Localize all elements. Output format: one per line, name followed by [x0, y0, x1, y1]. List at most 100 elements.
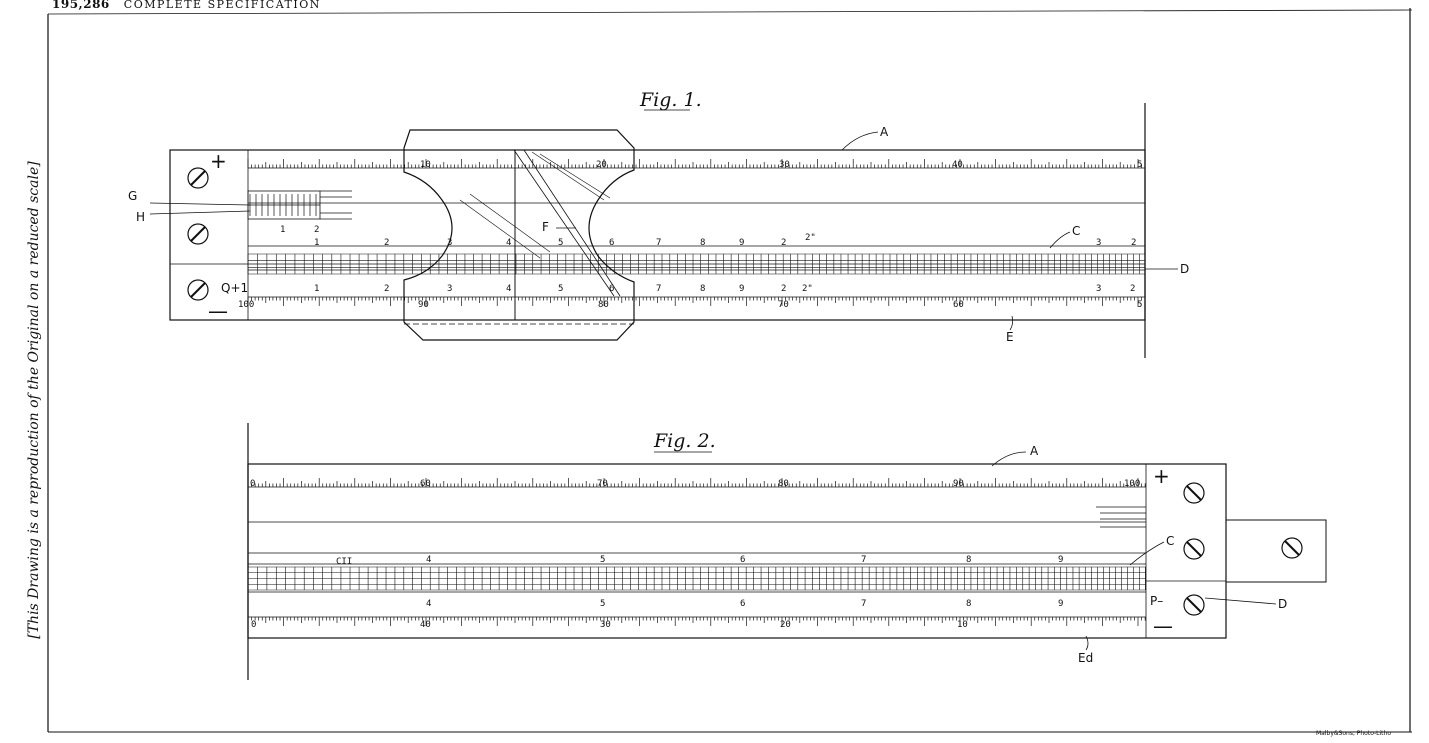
fig1-c-top-3b: 3 [1096, 238, 1101, 248]
fig2-c-top-9: 9 [1058, 555, 1063, 565]
fig2-c-top-7: 7 [861, 555, 866, 565]
fig1-c-bot-8: 8 [700, 284, 705, 294]
fig1-c-top-9: 9 [739, 238, 744, 248]
fig2-label-d: D [1278, 597, 1287, 611]
fig1-c-bot-4: 4 [506, 284, 511, 294]
fig2-c-bot-6: 6 [740, 599, 745, 609]
fig1-vernier-num-1: 1 [280, 225, 285, 235]
fig1-plus-sign: + [210, 149, 227, 173]
fig2-screw-1 [1183, 482, 1205, 504]
fig2-end-block [1225, 519, 1327, 583]
fig1-scale-c-top-numbers: 1 2 3 4 5 6 7 8 9 2 2" 3 2 [314, 233, 1136, 248]
fig1-c-top-2pp: 2" [805, 233, 816, 243]
fig2-e-num-40: 40 [420, 620, 431, 630]
fig1-scale-a-ticks [247, 159, 1142, 168]
fig1-label-g: G [128, 189, 137, 203]
patent-number: 195,286 [52, 0, 110, 11]
fig2-screw-end [1281, 537, 1303, 559]
fig2-plus-sign: + [1153, 464, 1170, 488]
fig2-e-num-10: 10 [957, 620, 968, 630]
fig1-c-bot-9: 9 [739, 284, 744, 294]
fig1-scale-c-bottom-numbers: 1 2 3 4 5 6 7 8 9 2 2" 3 2 [314, 284, 1135, 294]
fig1-label-q: Q+1 [221, 281, 248, 295]
fig1-c-top-2b: 2 [781, 238, 786, 248]
fig2-label-p: P– [1150, 594, 1163, 608]
fig1-screw-1 [187, 167, 209, 189]
fig1-rule-body [169, 149, 1146, 321]
fig2-c-top-5: 5 [600, 555, 605, 565]
fig2-a-num-0: 0 [250, 479, 255, 489]
fig2-minus-sign: — [1153, 614, 1173, 638]
fig1-e-num-80: 80 [598, 300, 609, 310]
fig2-screw-2 [1183, 538, 1205, 560]
fig2-c-bot-8: 8 [966, 599, 971, 609]
fig2-e-num-20: 20 [780, 620, 791, 630]
fig1-c-bot-2b: 2 [781, 284, 786, 294]
fig2-c-top-8: 8 [966, 555, 971, 565]
fig1-e-num-100: 100 [238, 300, 254, 310]
fig2-a-num-100: 100 [1124, 479, 1140, 489]
fig1-label-d: D [1180, 262, 1189, 276]
fig2-label-e: Ed [1078, 651, 1093, 665]
fig2-a-num-60: 60 [420, 479, 431, 489]
fig1-e-num-90: 90 [418, 300, 429, 310]
fig1-label-c: C [1072, 224, 1080, 238]
fig1-c-bot-3b: 3 [1096, 284, 1101, 294]
fig1-label-f: F [542, 220, 549, 234]
fig2-scale-c-bottom-numbers: 4 5 6 7 8 9 [426, 599, 1063, 609]
fig1-e-num-70: 70 [778, 300, 789, 310]
fig1-a-num-30: 30 [779, 160, 790, 170]
border-top [47, 9, 1413, 15]
fig2-c-bot-5: 5 [600, 599, 605, 609]
fig2-c-top-4: 4 [426, 555, 431, 565]
fig1-a-num-5: 5 [1137, 160, 1142, 170]
printer-credit: Malby&Sons, Photo-Litho [1315, 730, 1391, 737]
fig1-c-top-6: 6 [609, 238, 614, 248]
fig1-c-top-8: 8 [700, 238, 705, 248]
fig2-scale-c-grid [247, 566, 1146, 591]
fig2-rule-body [247, 463, 1227, 639]
fig2-c-top-6: 6 [740, 555, 745, 565]
fig2-c-bot-9: 9 [1058, 599, 1063, 609]
fig2-label-c11: CII [336, 557, 352, 567]
fig2: Fig. 2. + — P– 0 60 70 80 [247, 423, 1327, 680]
fig2-a-num-90: 90 [953, 479, 964, 489]
fig1-c-bot-2c: 2 [1130, 284, 1135, 294]
fig1-c-top-5: 5 [558, 238, 563, 248]
fig2-label-c: C [1166, 534, 1174, 548]
patent-header: 195,286 COMPLETE SPECIFICATION [52, 0, 321, 11]
fig2-scale-e-ticks [247, 617, 1146, 626]
fig1-e-num-5: 5 [1137, 300, 1142, 310]
fig1-cursor-f [403, 129, 635, 341]
fig1: Fig. 1. + — Q+1 1 2 G H [128, 89, 1189, 358]
fig1-scale-e-ticks [247, 297, 1142, 306]
fig2-screw-3 [1183, 594, 1205, 616]
fig1-minus-sign: — [208, 299, 228, 323]
specification-heading: COMPLETE SPECIFICATION [123, 0, 321, 11]
fig2-a-num-70: 70 [597, 479, 608, 489]
fig1-c-top-2: 2 [384, 238, 389, 248]
fig1-label-e: E [1006, 330, 1014, 344]
fig1-c-bot-7: 7 [656, 284, 661, 294]
fig2-c-bot-4: 4 [426, 599, 431, 609]
fig1-title: Fig. 1. [639, 89, 702, 111]
fig1-vernier-num-2: 2 [314, 225, 319, 235]
fig1-screw-2 [187, 223, 209, 245]
fig1-c-top-4: 4 [506, 238, 511, 248]
fig2-scale-c-top-numbers: 4 5 6 7 8 9 [426, 555, 1063, 565]
fig1-c-bot-2pp: 2" [802, 284, 813, 294]
fig2-title: Fig. 2. [653, 430, 716, 452]
fig2-scale-a-ticks [247, 478, 1146, 487]
fig1-c-bot-1: 1 [314, 284, 319, 294]
fig1-label-h: H [136, 210, 145, 224]
fig1-c-bot-2: 2 [384, 284, 389, 294]
fig1-c-bot-3: 3 [447, 284, 452, 294]
fig1-e-num-60: 60 [953, 300, 964, 310]
fig2-e-num-0: 0 [251, 620, 256, 630]
fig2-label-a: A [1030, 444, 1039, 458]
fig1-screw-3 [187, 279, 209, 301]
fig2-e-num-30: 30 [600, 620, 611, 630]
fig1-a-num-40: 40 [952, 160, 963, 170]
fig2-a-num-80: 80 [778, 479, 789, 489]
